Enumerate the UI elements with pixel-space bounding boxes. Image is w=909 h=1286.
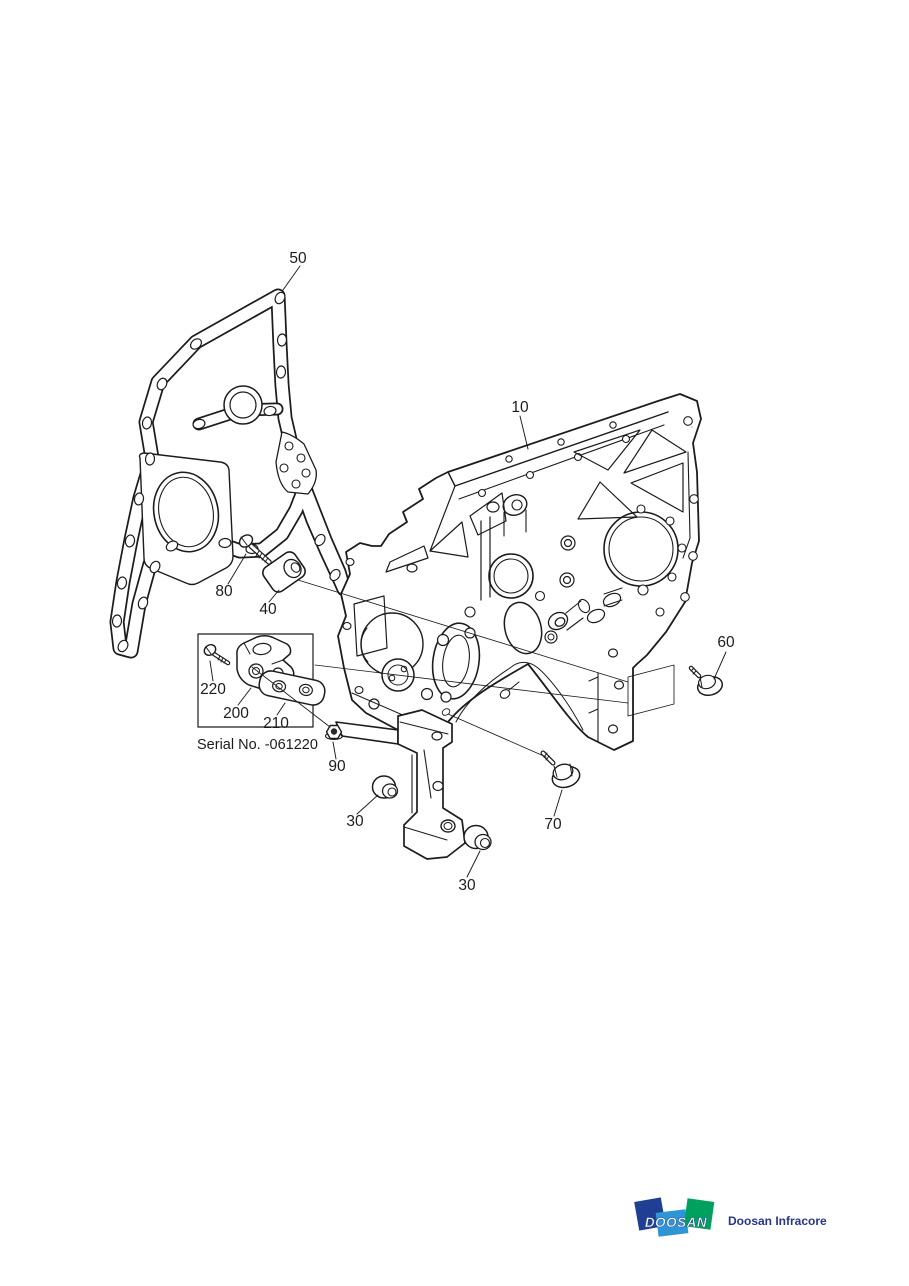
projection-lines bbox=[251, 579, 675, 758]
gasket-center-hole bbox=[229, 391, 257, 419]
callout-210: 210 bbox=[263, 715, 289, 732]
arch-inner-line bbox=[455, 661, 584, 731]
callout-80: 80 bbox=[215, 583, 233, 600]
gasket-large-hole bbox=[158, 476, 214, 548]
company-name: Doosan Infracore bbox=[728, 1214, 827, 1228]
bracket-details bbox=[399, 721, 456, 841]
callout-220: 220 bbox=[200, 681, 226, 698]
gasket-cluster-holes bbox=[279, 441, 311, 489]
case-outline bbox=[337, 393, 702, 751]
gasket-pad bbox=[138, 452, 234, 586]
callout-10: 10 bbox=[511, 399, 529, 416]
timing-gear-case-10 bbox=[337, 393, 702, 751]
doosan-wordmark: DOOSAN bbox=[645, 1215, 707, 1230]
logo-square-green bbox=[683, 1198, 715, 1230]
bolt-80 bbox=[238, 534, 272, 565]
bolt-220 bbox=[203, 643, 231, 666]
leader-80 bbox=[227, 553, 247, 585]
callout-50: 50 bbox=[289, 250, 307, 267]
rubber-bushing-40 bbox=[262, 551, 306, 593]
leader-40 bbox=[268, 589, 280, 603]
case-left-truss bbox=[353, 485, 507, 657]
gasket-large-hole-rim bbox=[152, 471, 220, 553]
bushing-30-left bbox=[371, 775, 399, 799]
gasket-50 bbox=[109, 288, 352, 659]
callout-70: 70 bbox=[544, 816, 562, 833]
callout-200: 200 bbox=[223, 705, 249, 722]
leader-30-left bbox=[356, 794, 379, 815]
bolt-70 bbox=[540, 750, 581, 789]
case-top-ridge bbox=[447, 411, 669, 487]
case-center-bores bbox=[360, 494, 558, 692]
leader-70 bbox=[553, 789, 563, 817]
serial-note: Serial No. -061220 bbox=[197, 737, 318, 753]
case-ridge-holes bbox=[477, 421, 631, 498]
bracket-body bbox=[397, 709, 466, 860]
logo-square-blue bbox=[655, 1209, 689, 1237]
callout-90: 90 bbox=[328, 758, 346, 775]
leader-220 bbox=[209, 660, 214, 682]
case-lugs bbox=[559, 535, 623, 624]
callout-40: 40 bbox=[259, 601, 277, 618]
leader-60 bbox=[713, 651, 727, 680]
engine-mount-bracket bbox=[335, 709, 466, 860]
case-right-truss bbox=[573, 429, 687, 520]
callout-30-right: 30 bbox=[458, 877, 476, 894]
leader-10 bbox=[519, 415, 529, 450]
case-stud bbox=[499, 681, 520, 699]
callout-labels: 50 10 80 40 220 200 210 90 30 30 70 60 S… bbox=[197, 250, 735, 894]
doosan-logo: DOOSAN Doosan Infracore bbox=[634, 1197, 827, 1237]
leader-lines bbox=[209, 265, 727, 878]
case-right-flange-line bbox=[682, 451, 691, 559]
bolt-60 bbox=[688, 665, 724, 697]
diagram-lines bbox=[109, 265, 727, 878]
callout-30-left: 30 bbox=[346, 813, 364, 830]
bushing-30-right bbox=[463, 824, 492, 851]
case-right-leg bbox=[588, 648, 625, 743]
leader-90 bbox=[332, 741, 337, 760]
nut-90 bbox=[324, 724, 344, 741]
leader-210 bbox=[276, 702, 286, 716]
leader-50 bbox=[282, 265, 301, 291]
case-top-flange-line bbox=[458, 424, 665, 500]
mount-hole-target bbox=[441, 708, 451, 716]
case-snout bbox=[547, 598, 591, 631]
case-left-flange-holes bbox=[342, 557, 364, 695]
leader-200 bbox=[237, 687, 252, 706]
leader-30-right bbox=[466, 850, 481, 878]
callout-60: 60 bbox=[717, 634, 735, 651]
flywheel-bore bbox=[603, 504, 687, 617]
front-flange-ring bbox=[420, 622, 481, 703]
case-right-flange-holes bbox=[680, 416, 699, 602]
plate-210 bbox=[258, 670, 326, 706]
